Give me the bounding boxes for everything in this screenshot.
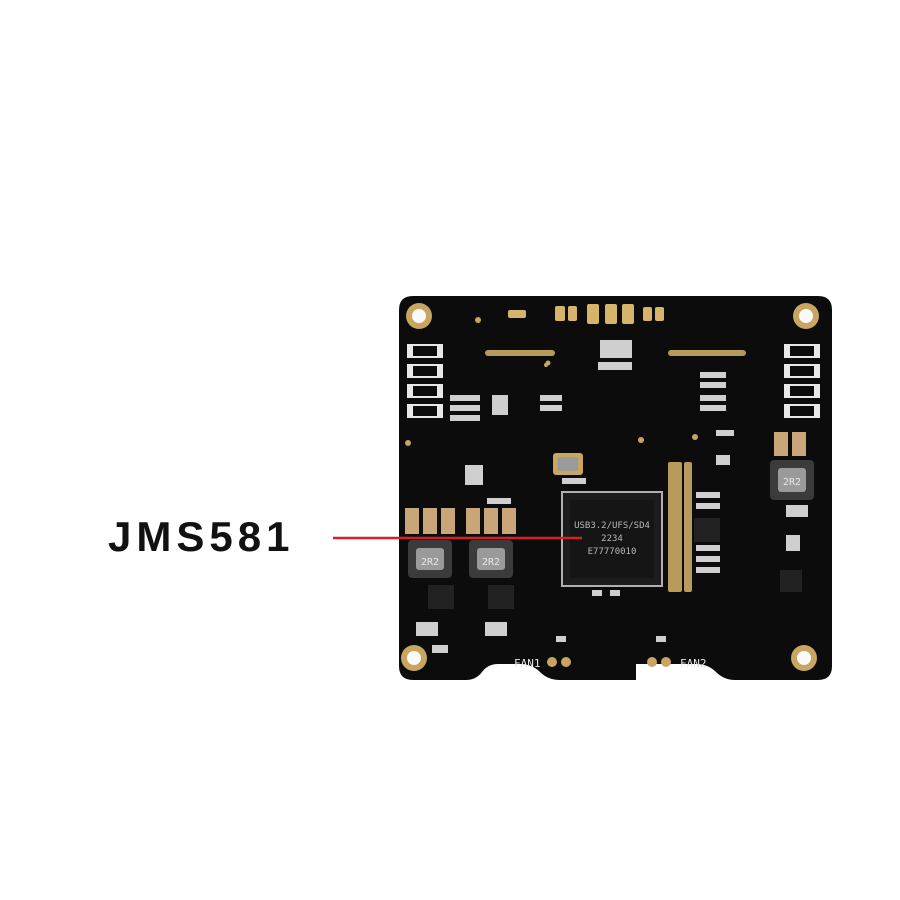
chip-marking-line2: 2234 (601, 534, 623, 544)
crystal-oscillator (553, 453, 583, 475)
mounting-holes (401, 303, 819, 671)
fan1-label: FAN1 (514, 657, 541, 670)
pcb-board (399, 296, 832, 680)
vias (405, 317, 698, 446)
small-ics (428, 518, 802, 609)
pin-rows (485, 350, 746, 356)
inductor-l3 (469, 540, 513, 578)
chip-callout-label: JMS581 (108, 513, 295, 560)
inductor-l3-mark: 2R2 (482, 557, 500, 568)
tan-capacitors-right (774, 432, 806, 456)
left-capacitors (407, 344, 443, 418)
pin-header-column (668, 462, 692, 592)
fan2-label: FAN2 (680, 657, 707, 670)
inductor-l1-mark: 2R2 (783, 477, 801, 488)
inductor-l4-mark: 2R2 (421, 557, 439, 568)
chip-marking-line3: E77770010 (588, 547, 637, 557)
fan-connectors (547, 636, 671, 667)
right-capacitors (784, 344, 820, 418)
small-smd-parts (416, 340, 808, 653)
inductor-l4 (408, 540, 452, 578)
tan-capacitors-left (405, 508, 516, 534)
top-edge-pads (508, 304, 664, 324)
inductor-l1 (770, 460, 814, 500)
chip-marking-line1: USB3.2/UFS/SD4 (574, 521, 650, 531)
